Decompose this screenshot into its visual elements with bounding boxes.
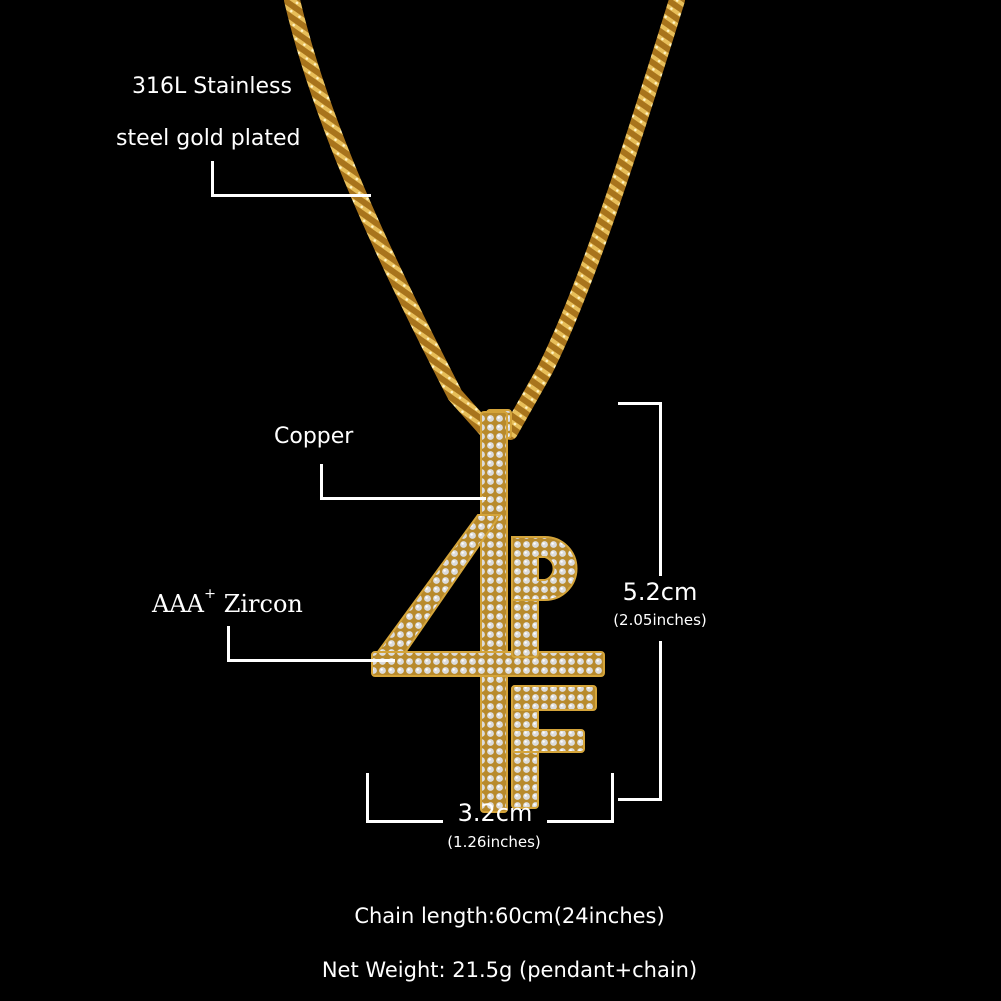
- bail-material-label: Copper: [274, 424, 354, 449]
- height-bracket-lower: [659, 641, 662, 801]
- stone-grade-plus: +: [204, 586, 217, 602]
- width-bracket-right-h: [547, 820, 614, 823]
- zircon-callout-line-h: [227, 659, 395, 662]
- chain-length-spec: Chain length:60cm(24inches): [354, 904, 665, 928]
- chain-right-strand: [502, 0, 685, 440]
- chain-left-strand: [284, 0, 496, 440]
- chain-callout-line-h: [211, 194, 371, 197]
- chain-material-label-line1: 316L Stainless: [132, 74, 292, 99]
- width-bracket-left: [366, 773, 369, 823]
- width-cm: 3.2cm: [457, 799, 533, 827]
- copper-callout-line-h: [320, 497, 486, 500]
- height-bracket-bottom: [618, 798, 662, 801]
- width-bracket-right: [611, 773, 614, 823]
- height-bracket-top: [618, 402, 662, 405]
- chain-material-label-line2: steel gold plated: [116, 126, 301, 151]
- chain-callout-line-v: [211, 161, 214, 197]
- pendant-4PF: [370, 411, 605, 813]
- stone-name: Zircon: [223, 590, 303, 618]
- height-cm: 5.2cm: [622, 578, 698, 606]
- height-bracket-upper: [659, 402, 662, 576]
- stone-grade: AAA: [152, 590, 204, 618]
- height-inches: (2.05inches): [613, 611, 707, 629]
- zircon-callout-line-v: [227, 626, 230, 662]
- stone-label: AAA+ Zircon: [152, 586, 303, 618]
- net-weight-spec: Net Weight: 21.5g (pendant+chain): [321, 958, 698, 982]
- width-inches: (1.26inches): [447, 833, 541, 851]
- copper-callout-line-v: [320, 464, 323, 500]
- width-bracket-left-h: [366, 820, 443, 823]
